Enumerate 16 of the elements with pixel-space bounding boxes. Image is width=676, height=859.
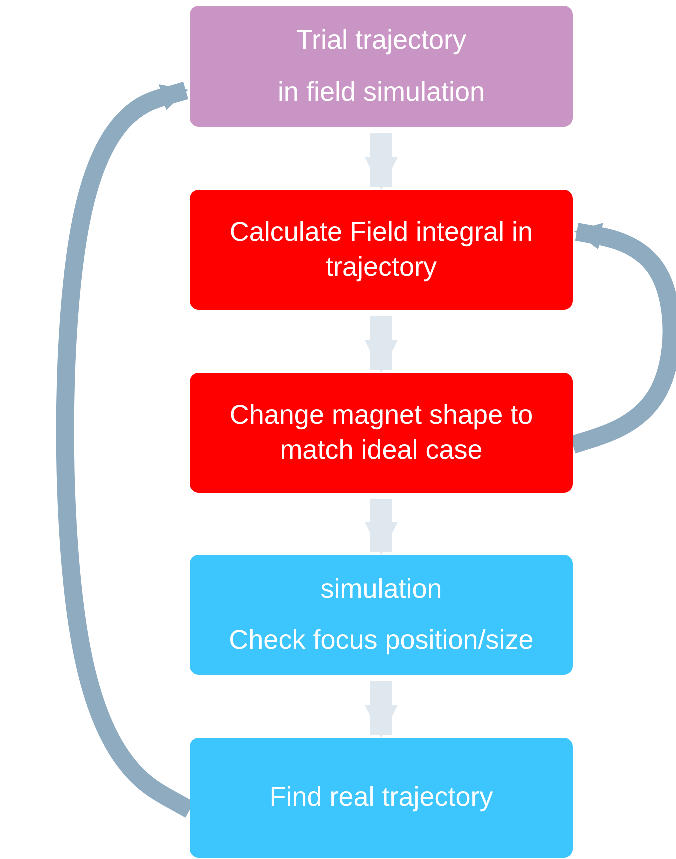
process-box (190, 555, 573, 675)
process-box (190, 373, 573, 493)
process-box (190, 190, 573, 310)
box-text: Check focus position/size (229, 624, 534, 657)
arrow (365, 316, 398, 374)
box-text: in field simulation (278, 76, 486, 108)
arrow (365, 499, 398, 556)
box-text: simulation (320, 572, 442, 606)
process-box (190, 6, 573, 127)
box-text: Calculate Field integral in trajectory (228, 216, 534, 284)
box-text: Change magnet shape to match ideal case (228, 398, 534, 467)
arrow (365, 681, 398, 738)
box-text: Trial trajectory (296, 24, 467, 58)
arrow (365, 133, 398, 190)
process-box (190, 738, 573, 858)
box-text: Find real trajectory (270, 781, 494, 814)
